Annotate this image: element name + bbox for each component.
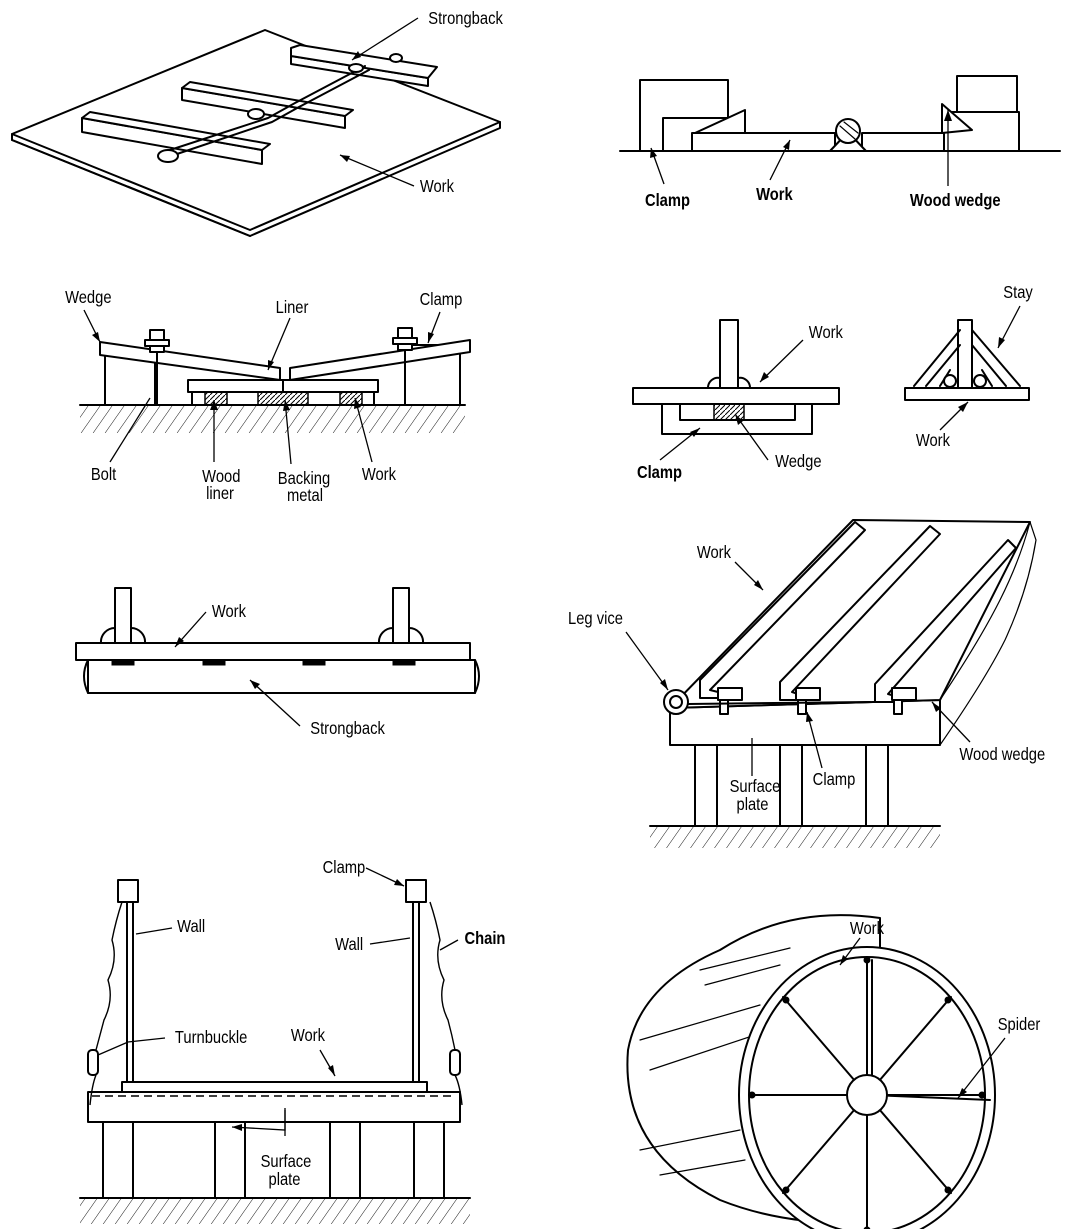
panel-stay: Stay Work bbox=[904, 283, 1034, 451]
stiffener-right bbox=[392, 587, 410, 644]
chain-left bbox=[95, 901, 123, 1051]
label-work: Work bbox=[809, 323, 844, 343]
spider bbox=[748, 956, 991, 1229]
label-liner: Liner bbox=[276, 298, 309, 318]
label-work: Work bbox=[212, 602, 247, 622]
label-surface-2: plate bbox=[737, 795, 769, 815]
label-surface-1: Surface bbox=[730, 777, 781, 797]
label-strongback: Strongback bbox=[428, 9, 503, 29]
work-plate bbox=[121, 1081, 428, 1093]
label-leg-vice: Leg vice bbox=[568, 609, 623, 629]
label-work: Work bbox=[756, 185, 793, 205]
work-web bbox=[719, 319, 739, 389]
work-flange bbox=[632, 387, 840, 405]
label-work: Work bbox=[916, 431, 951, 451]
label-wood-wedge: Wood wedge bbox=[959, 745, 1045, 765]
label-wall-right: Wall bbox=[335, 935, 363, 955]
label-wall-left: Wall bbox=[177, 917, 205, 937]
label-spider: Spider bbox=[998, 1015, 1041, 1035]
label-backing-1: Backing bbox=[278, 469, 330, 489]
label-wedge: Wedge bbox=[65, 288, 111, 308]
work-base bbox=[904, 387, 1030, 401]
strongback bbox=[87, 659, 476, 694]
label-work: Work bbox=[291, 1026, 326, 1046]
label-strongback: Strongback bbox=[310, 719, 385, 739]
label-turnbuckle: Turnbuckle bbox=[175, 1028, 247, 1048]
weld-bead bbox=[835, 118, 861, 144]
wall-right bbox=[412, 897, 420, 1083]
ground-hatch bbox=[80, 405, 465, 433]
work-web bbox=[957, 319, 973, 389]
panel-wedge-liner: Wedge Liner Clamp Bolt Wood liner Backin… bbox=[65, 288, 471, 506]
label-clamp: Clamp bbox=[813, 770, 856, 790]
label-wedge: Wedge bbox=[775, 452, 821, 472]
label-wood-liner-1: Wood bbox=[202, 467, 240, 487]
stiffener-left bbox=[114, 587, 132, 644]
label-work: Work bbox=[420, 177, 455, 197]
label-bolt: Bolt bbox=[91, 465, 117, 485]
label-stay: Stay bbox=[1003, 283, 1033, 303]
chain-right bbox=[429, 901, 456, 1051]
label-surface-2: plate bbox=[269, 1170, 301, 1190]
wood-liner-left bbox=[204, 391, 228, 406]
ground-hatch bbox=[80, 1198, 470, 1224]
label-clamp: Clamp bbox=[645, 191, 690, 211]
wall-left bbox=[126, 897, 134, 1083]
panel-strongback-beam: Work Strongback bbox=[75, 587, 480, 739]
label-work: Work bbox=[362, 465, 397, 485]
label-clamp: Clamp bbox=[420, 290, 463, 310]
panel-leg-vice: Work Leg vice Wood wedge Surface plate C… bbox=[568, 519, 1045, 848]
label-wood-wedge: Wood wedge bbox=[910, 191, 1001, 211]
label-wood-liner-2: liner bbox=[206, 484, 234, 504]
work-plate bbox=[75, 642, 471, 661]
label-backing-2: metal bbox=[287, 486, 323, 506]
label-work: Work bbox=[697, 543, 732, 563]
label-surface-1: Surface bbox=[261, 1152, 312, 1172]
label-work: Work bbox=[850, 919, 885, 939]
panel-cylinder-spider: Work Spider bbox=[626, 914, 1041, 1229]
label-clamp: Clamp bbox=[637, 463, 682, 483]
work-left bbox=[691, 132, 836, 152]
wedge-block bbox=[713, 403, 745, 421]
clamp-right bbox=[405, 879, 427, 903]
panel-tee-clamp: Work Clamp Wedge bbox=[632, 319, 844, 483]
clamp-u bbox=[661, 403, 813, 435]
backing-metal bbox=[257, 391, 309, 406]
clamp-left bbox=[117, 879, 139, 903]
wood-wedge-right bbox=[941, 103, 973, 134]
panel-clamp-wedge: Clamp Work Wood wedge bbox=[619, 75, 1061, 211]
label-chain: Chain bbox=[464, 929, 505, 949]
panel-strongback-plate: Strongback Work bbox=[11, 9, 504, 237]
panel-walls-chain: Clamp Wall Wall Chain Turnbuckle Work Su… bbox=[79, 858, 505, 1224]
ground-hatch bbox=[650, 826, 940, 848]
spider-hub bbox=[846, 1074, 888, 1116]
label-clamp: Clamp bbox=[323, 858, 366, 878]
